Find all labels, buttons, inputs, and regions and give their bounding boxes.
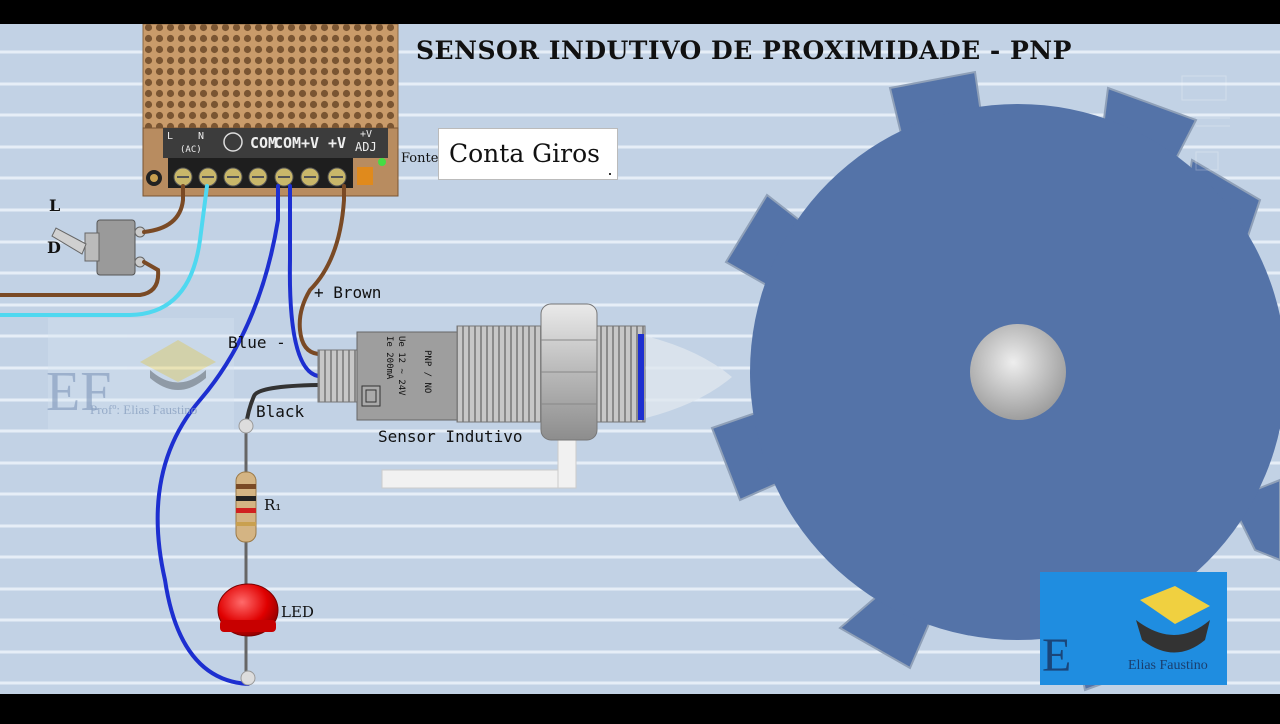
terminal-label-com2: COM xyxy=(274,134,302,152)
corner-icons xyxy=(1181,75,1230,171)
mounting-bracket xyxy=(381,469,569,489)
sensor-label: Sensor Indutivo xyxy=(378,427,523,446)
blue-wire-label: Blue - xyxy=(228,333,286,352)
led-label: LED xyxy=(281,603,314,621)
power-supply xyxy=(142,23,399,197)
terminal-label-v-adj: +V xyxy=(360,129,373,140)
sensor-spec-voltage: Ue 12 ~ 24V xyxy=(396,336,406,396)
revolution-counter: Conta Giros xyxy=(438,128,618,180)
power-supply-label: Fonte xyxy=(401,151,439,166)
counter-label: Conta Giros xyxy=(449,139,600,168)
terminal-label-adj: ADJ xyxy=(355,140,377,154)
brown-wire-label: + Brown xyxy=(314,283,382,302)
junction-node-top xyxy=(238,418,254,434)
watermark-letters-left: EF xyxy=(46,361,112,423)
watermark-letter-right: E xyxy=(1042,629,1072,682)
sensor-spec-current: Ie 200mA xyxy=(384,336,394,380)
junction-node-bottom xyxy=(240,670,256,686)
sensor-spec-pnp: PNP / NO xyxy=(422,350,432,394)
watermark-text-left: Profº: Elias Faustino xyxy=(90,402,198,417)
letterbox-top xyxy=(0,0,1280,24)
toggle-switch xyxy=(51,219,146,276)
terminal-label-ac: (AC) xyxy=(180,145,202,155)
page-title: SENSOR INDUTIVO DE PROXIMIDADE - PNP xyxy=(416,36,1072,65)
black-wire-label: Black xyxy=(256,402,305,421)
terminal-label-v2: +V xyxy=(328,134,347,152)
switch-label-d: D xyxy=(47,238,61,257)
resistor-r1 xyxy=(235,471,257,543)
led xyxy=(217,583,279,637)
terminal-label-v1: +V xyxy=(301,134,320,152)
letterbox-bottom xyxy=(0,694,1280,720)
counter-dot xyxy=(609,173,611,175)
inductive-sensor xyxy=(317,303,732,441)
brand-logo-right xyxy=(1040,572,1227,685)
brand-name: Elias Faustino xyxy=(1128,658,1208,673)
switch-label-l: L xyxy=(49,196,61,215)
resistor-label: R₁ xyxy=(264,496,282,514)
terminal-label-n: N xyxy=(198,131,205,142)
terminal-label-l: L xyxy=(167,131,174,142)
terminal-label-com1: COM xyxy=(250,134,278,152)
wires xyxy=(0,184,346,686)
watermark-logo-left xyxy=(48,318,234,430)
